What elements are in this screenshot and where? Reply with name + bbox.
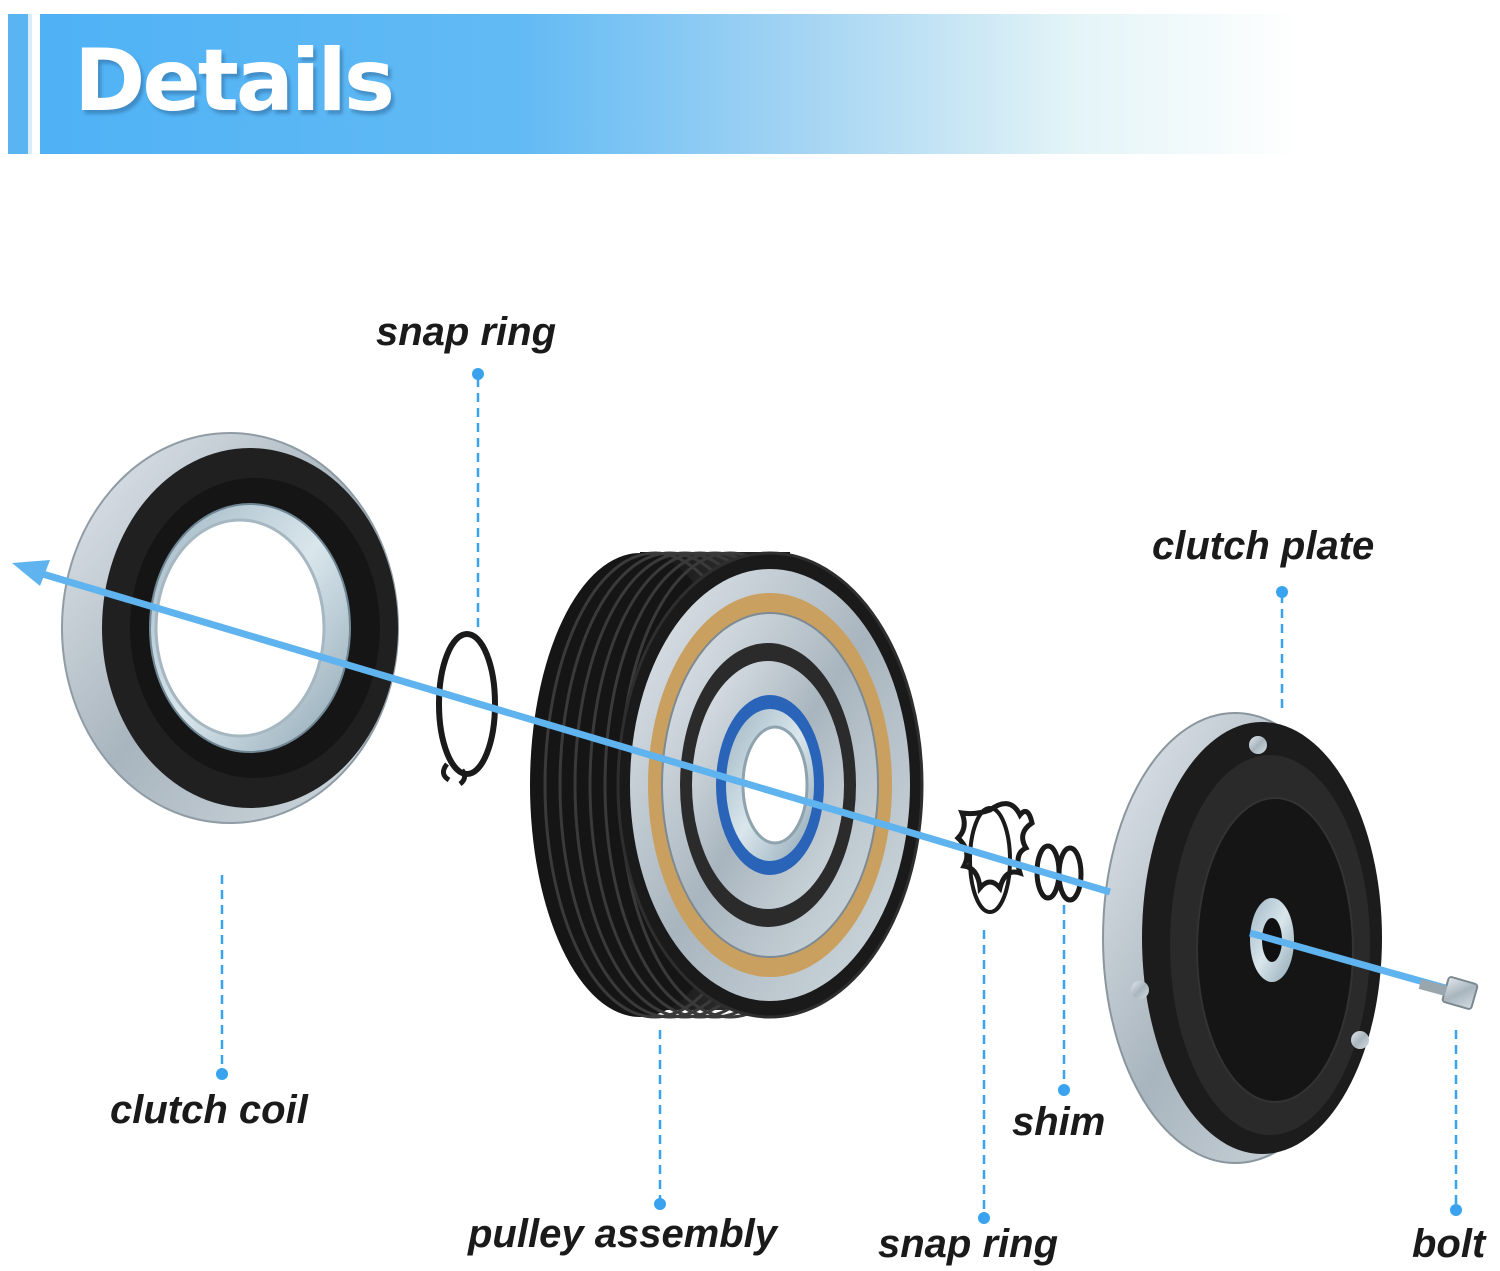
axis-arrow-icon	[12, 560, 50, 586]
leader-dot-icon	[216, 1068, 228, 1080]
label-shim: shim	[1012, 1100, 1106, 1144]
label-bolt: bolt	[1412, 1222, 1486, 1266]
label-pulley-assembly: pulley assembly	[468, 1212, 778, 1256]
page-title: Details	[74, 31, 395, 131]
leader-dot-icon	[978, 1212, 990, 1224]
label-clutch-plate: clutch plate	[1152, 524, 1375, 568]
leader-dot-icon	[1276, 586, 1288, 598]
pulley-assembly-part	[530, 551, 924, 1019]
leader-dot-icon	[654, 1198, 666, 1210]
leader-dot-icon	[472, 368, 484, 380]
bolt-part	[1418, 976, 1479, 1010]
leader-lines	[220, 378, 1458, 1218]
leader-dots	[216, 368, 1462, 1224]
clutch-coil-part	[61, 432, 399, 824]
label-snap-ring-bottom: snap ring	[878, 1222, 1059, 1266]
label-snap-ring-top: snap ring	[376, 310, 557, 354]
header-accent-shadow	[28, 14, 32, 154]
clutch-plate-part	[1102, 712, 1382, 1164]
header-accent-bar	[8, 14, 28, 154]
label-clutch-coil: clutch coil	[110, 1088, 308, 1132]
leader-dot-icon	[1450, 1204, 1462, 1216]
leader-dot-icon	[1058, 1084, 1070, 1096]
header-banner	[40, 14, 1300, 154]
snap-ring-top-part	[436, 631, 498, 786]
